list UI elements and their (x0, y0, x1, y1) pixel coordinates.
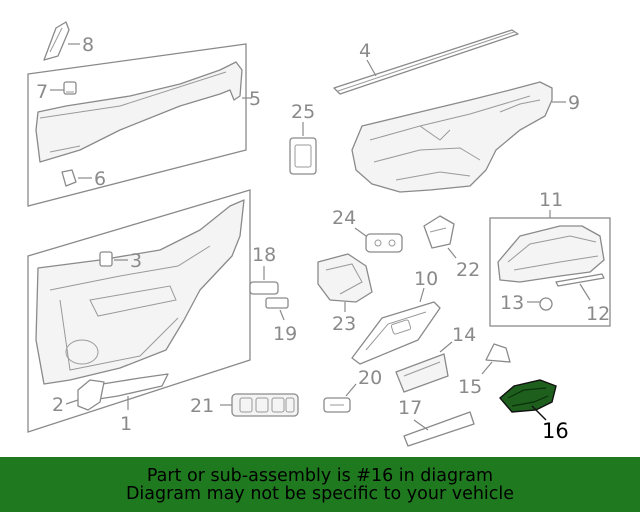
callout-5: 5 (249, 88, 261, 110)
part-3-clip (99, 251, 113, 267)
leader-4 (366, 59, 377, 77)
leader-19 (279, 309, 285, 321)
part-25-switch (289, 137, 317, 175)
part-19-button (265, 297, 289, 309)
part-6-clip (61, 169, 77, 187)
part-13-clip (539, 297, 553, 311)
leader-2 (65, 399, 79, 405)
callout-4: 4 (359, 40, 371, 62)
part-12-strip (555, 273, 605, 287)
info-banner: Part or sub-assembly is #16 in diagram D… (0, 457, 640, 512)
callout-9: 9 (568, 92, 580, 114)
part-1-door-trim-panel (35, 199, 245, 385)
part-5-upper-garnish (35, 61, 243, 163)
banner-line-2: Diagram may not be specific to your vehi… (125, 483, 515, 504)
part-21-window-switch (231, 393, 299, 417)
callout-18: 18 (252, 244, 276, 266)
callout-13: 13 (500, 292, 524, 314)
part-23-seat-switch (317, 253, 373, 303)
part-14-panel (395, 353, 449, 393)
leader-10 (419, 287, 425, 303)
group-box-1 (27, 189, 251, 433)
leader-16 (531, 405, 547, 421)
callout-7: 7 (36, 81, 48, 103)
callout-15: 15 (458, 376, 482, 398)
callout-12: 12 (586, 303, 610, 325)
part-2-pocket (77, 379, 105, 411)
callout-8: 8 (82, 34, 94, 56)
part-20-switch (323, 397, 351, 413)
leader-17 (413, 419, 429, 431)
callout-22: 22 (456, 259, 480, 281)
callout-11: 11 (539, 189, 563, 211)
part-15-bracket (485, 343, 511, 363)
part-22-switch (423, 215, 455, 249)
leader-15 (481, 361, 493, 375)
exploded-view: 8 5 7 6 4 25 9 11 (27, 21, 611, 447)
callout-19: 19 (273, 323, 297, 345)
parts-diagram: 8 5 7 6 4 25 9 11 (27, 21, 611, 447)
leader-12 (579, 283, 591, 301)
part-24-switch (365, 233, 403, 253)
callout-16: 16 (542, 419, 569, 443)
part-17-trim-strip (403, 411, 475, 447)
part-4-weatherstrip (333, 29, 519, 95)
part-11-armrest-trim (497, 225, 605, 283)
callout-23: 23 (332, 313, 356, 335)
leader-24 (354, 227, 367, 237)
part-8-trim-piece (43, 21, 70, 61)
callout-17: 17 (398, 397, 422, 419)
callout-14: 14 (452, 324, 476, 346)
leader-22 (447, 247, 457, 259)
part-9-inner-panel (351, 81, 553, 193)
leader-20 (345, 383, 357, 397)
callout-25: 25 (291, 101, 315, 123)
callout-1: 1 (120, 413, 132, 435)
callout-21: 21 (190, 395, 214, 417)
banner-line-1: Part or sub-assembly is #16 in diagram (146, 465, 494, 486)
part-16-inside-handle (499, 379, 557, 413)
group-box-5 (27, 43, 247, 207)
part-7-clip (63, 81, 77, 95)
part-10-switch-bezel (351, 301, 441, 365)
leader-14 (439, 341, 453, 353)
callout-10: 10 (414, 268, 438, 290)
callout-3: 3 (130, 250, 142, 272)
callout-24: 24 (332, 207, 356, 229)
callout-6: 6 (94, 168, 106, 190)
callout-2: 2 (52, 394, 64, 416)
callout-20: 20 (358, 367, 382, 389)
part-18-switch-base (249, 281, 279, 295)
